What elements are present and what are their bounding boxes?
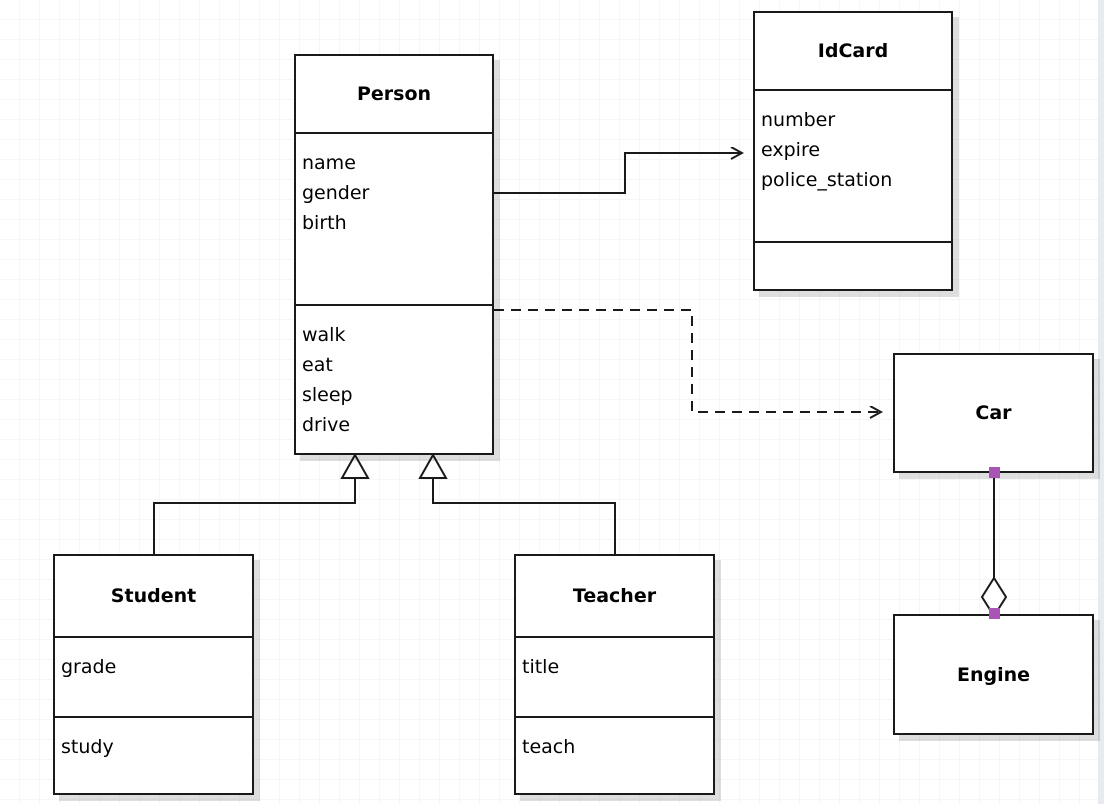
hollow-triangle-icon [418, 452, 448, 479]
class-methods-teacher: teach [516, 716, 713, 793]
attribute-item: gender [302, 182, 370, 205]
class-box-car[interactable]: Car [893, 353, 1094, 473]
selection-handle-engine[interactable] [989, 608, 1000, 619]
method-item: sleep [302, 384, 353, 407]
class-attributes-person: name gender birth [296, 132, 492, 304]
selection-handle-car[interactable] [989, 467, 1000, 478]
class-attributes-student: grade [55, 636, 252, 716]
class-box-teacher[interactable]: Teacher title teach [514, 554, 715, 795]
class-attributes-idcard: number expire police_station [755, 89, 951, 241]
hollow-triangle-icon [340, 452, 370, 479]
class-title-person: Person [356, 83, 432, 105]
class-title-student: Student [110, 585, 197, 607]
method-item: walk [302, 324, 346, 346]
method-item: study [61, 736, 114, 758]
class-title-teacher: Teacher [572, 585, 657, 607]
class-title-engine: Engine [956, 663, 1031, 686]
dependency-person-car[interactable] [494, 309, 880, 412]
association-person-idcard[interactable] [494, 153, 741, 194]
class-methods-person: walk eat sleep drive [296, 304, 492, 453]
generalization-student-person[interactable] [153, 452, 370, 554]
attribute-item: police_station [761, 169, 893, 192]
attribute-item: name [302, 152, 356, 174]
class-box-idcard[interactable]: IdCard number expire police_station [753, 11, 953, 291]
class-methods-idcard [755, 241, 951, 289]
aggregation-car-engine[interactable] [980, 472, 1008, 618]
class-attributes-teacher: title [516, 636, 713, 716]
class-box-engine[interactable]: Engine [893, 614, 1094, 735]
method-item: eat [302, 354, 333, 377]
attribute-item: title [522, 656, 560, 678]
attribute-item: expire [761, 139, 821, 162]
attribute-item: number [761, 109, 836, 131]
canvas-right-edge [1098, 0, 1104, 804]
class-box-student[interactable]: Student grade study [53, 554, 254, 795]
class-title-idcard: IdCard [817, 40, 889, 62]
class-title-car: Car [975, 402, 1012, 424]
method-item: drive [302, 414, 351, 437]
class-methods-student: study [55, 716, 252, 793]
class-box-person[interactable]: Person name gender birth walk eat sleep … [294, 54, 494, 455]
attribute-item: birth [302, 212, 347, 235]
generalization-teacher-person[interactable] [418, 452, 616, 554]
attribute-item: grade [61, 656, 117, 678]
method-item: teach [522, 736, 576, 758]
